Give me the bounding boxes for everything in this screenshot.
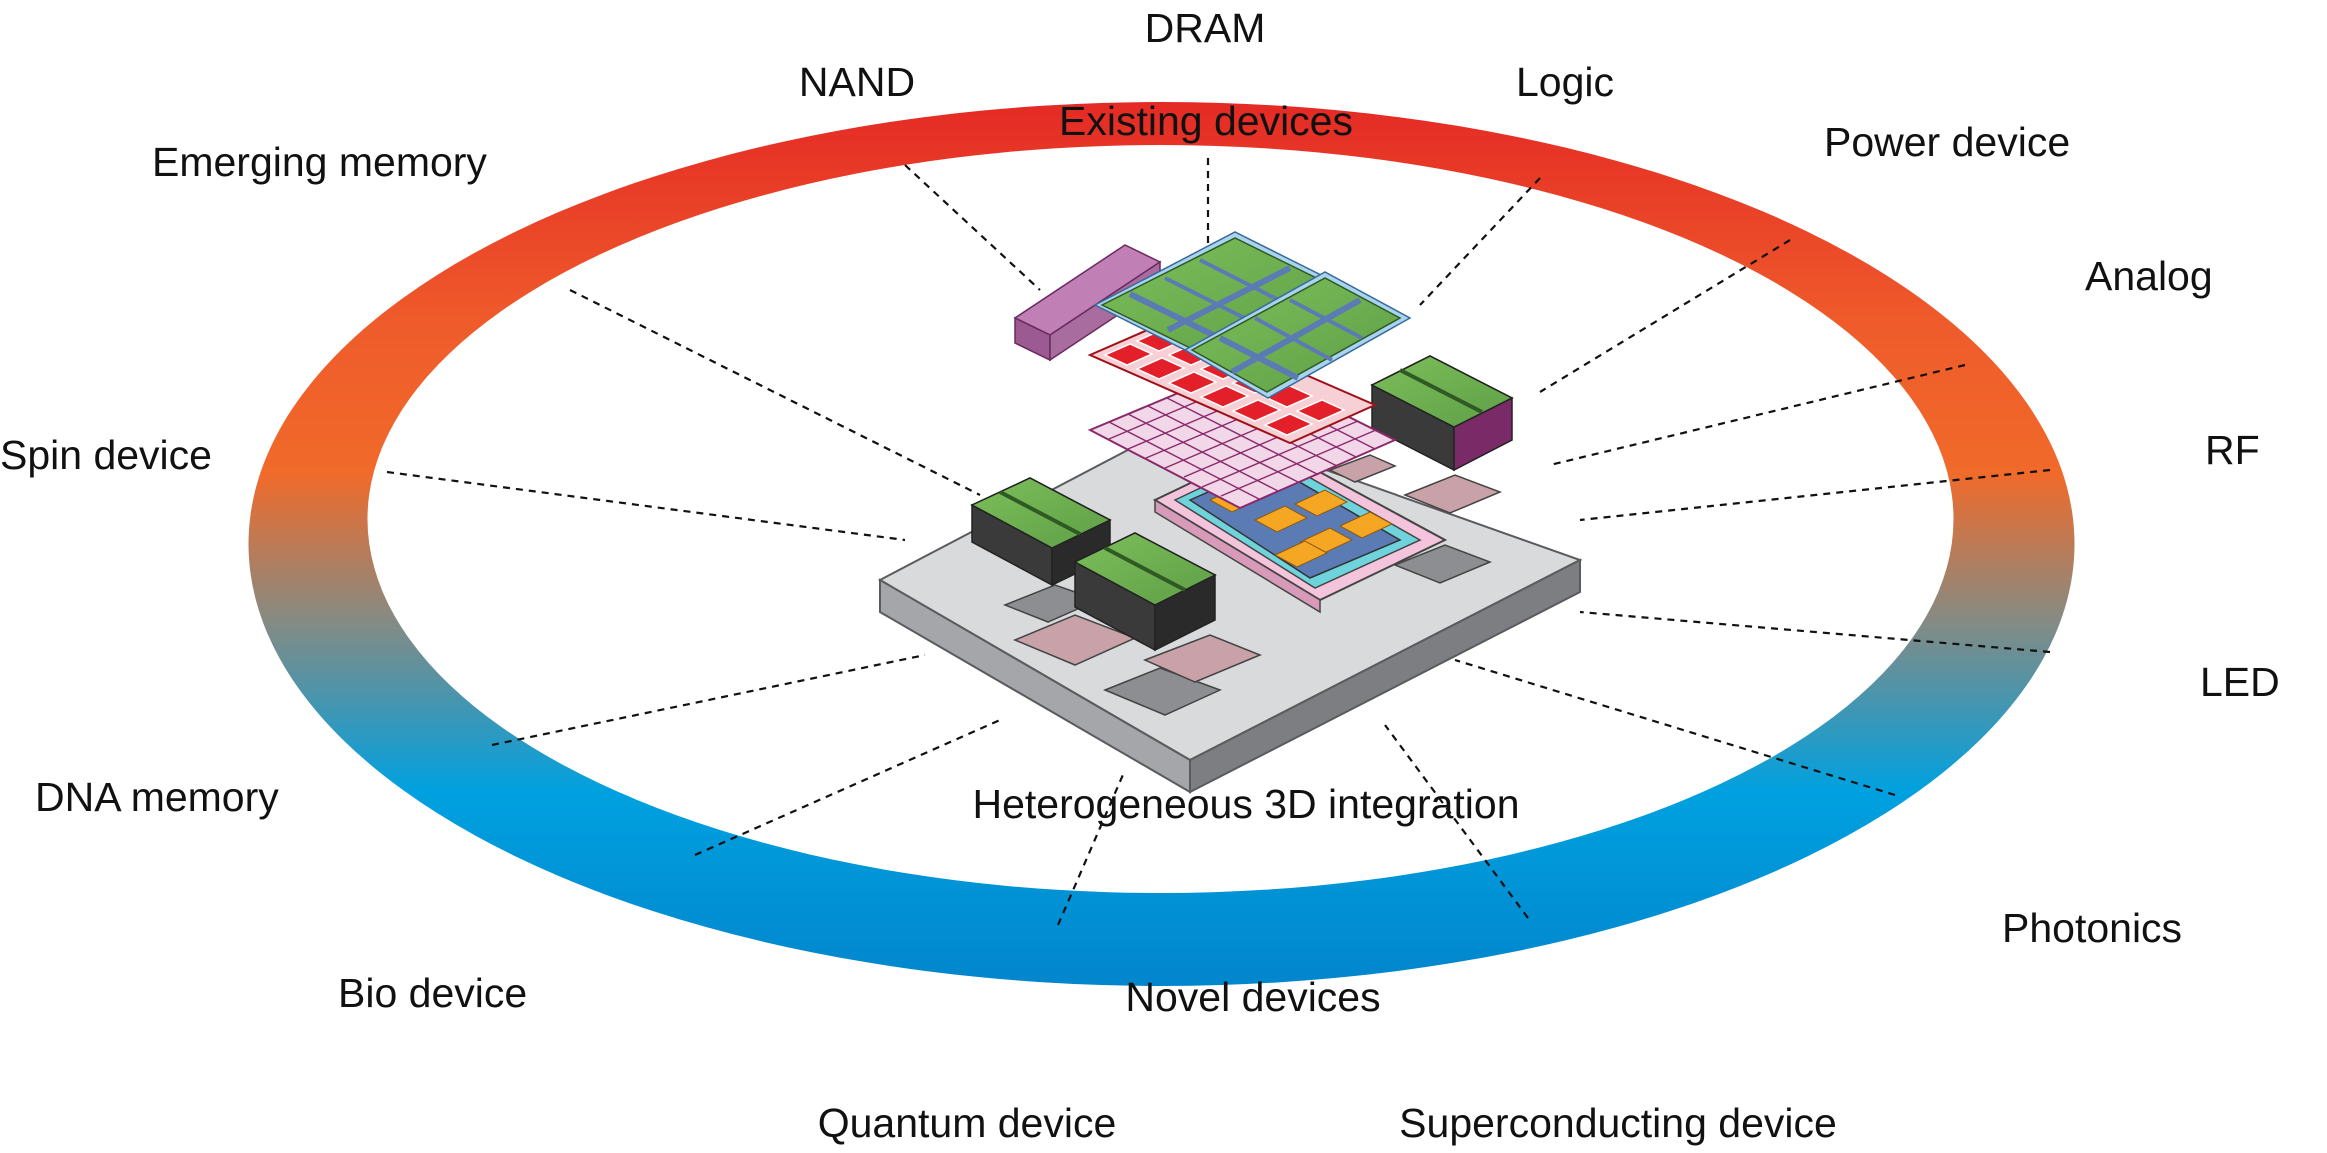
ring-label-existing-devices: Existing devices [1059,98,1353,144]
memory-stack-right [1370,355,1514,472]
label-rf: RF [2205,427,2260,473]
connector-quantum-device [1056,769,1127,926]
connector-superconducting-device [1384,724,1529,919]
memory-stack-left [970,477,1112,587]
connector-led [1579,610,2051,654]
connector-rf [1579,468,2051,522]
label-nand: NAND [798,59,916,105]
label-spin-device: Spin device [0,432,212,478]
label-superconducting-device: Superconducting device [1399,1100,1837,1146]
dram-die-front [1183,271,1412,399]
label-logic: Logic [1515,59,1615,105]
connector-nand [904,164,1041,291]
center-label: Heterogeneous 3D integration [972,781,1520,827]
label-analog: Analog [2085,253,2213,299]
connector-bio-device [694,718,1001,857]
label-bio-device: Bio device [338,970,528,1016]
connector-dna-memory [491,653,926,747]
connector-photonics [1454,658,1896,797]
label-quantum-device: Quantum device [817,1100,1117,1146]
memory-stack-center [1073,532,1217,652]
label-photonics: Photonics [2002,905,2183,951]
connector-power-device [1539,239,1791,393]
ring-label-novel-devices: Novel devices [1125,974,1381,1020]
label-led: LED [2200,659,2280,705]
connector-emerging-memory [569,289,981,496]
label-emerging-memory: Emerging memory [152,139,487,185]
label-dna-memory: DNA memory [35,774,279,820]
connector-analog [1549,363,1966,467]
label-power-device: Power device [1824,119,2071,165]
label-dram: DRAM [1144,5,1266,51]
connector-spin-device [386,470,906,542]
connector-logic [1419,177,1541,306]
dram-die-back [1093,231,1357,366]
